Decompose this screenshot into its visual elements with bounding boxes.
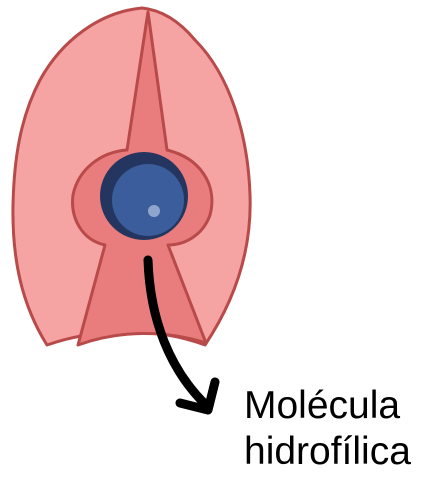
- hydrophilic-molecule: [112, 164, 184, 236]
- molecule-highlight: [148, 205, 160, 217]
- label-molecule-line-1: Molécula: [244, 383, 400, 429]
- label-molecule-line-2: hidrofílica: [244, 429, 411, 475]
